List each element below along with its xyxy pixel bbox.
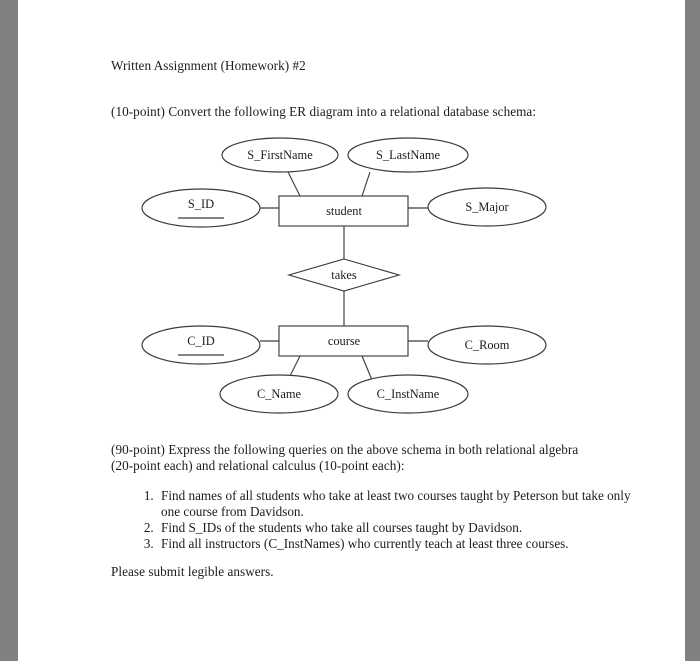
entity-student: student xyxy=(278,195,409,227)
attribute-label: S_Major xyxy=(465,200,509,214)
entity-box xyxy=(278,325,409,357)
entity-label: student xyxy=(326,204,362,218)
list-item: Find names of all students who take at l… xyxy=(157,488,637,519)
list-item: Find S_IDs of the students who take all … xyxy=(157,520,637,536)
er-diagram: S_FirstName S_LastName S_ID S_Major xyxy=(110,130,650,430)
attribute-ellipse xyxy=(427,325,547,365)
attribute-label: C_ID xyxy=(187,334,215,348)
connector-s-lastname-student xyxy=(361,171,371,197)
attribute-s-major: S_Major xyxy=(427,187,547,227)
question-2-prompt: (90-point) Express the following queries… xyxy=(111,442,579,473)
attribute-c-name: C_Name xyxy=(219,374,339,414)
entity-label: course xyxy=(328,334,361,348)
attribute-s-firstname: S_FirstName xyxy=(221,137,339,173)
attribute-ellipse xyxy=(219,374,339,414)
left-edge-band xyxy=(0,0,18,661)
question-1-prompt: (10-point) Convert the following ER diag… xyxy=(111,104,537,119)
attribute-ellipse xyxy=(427,187,547,227)
closing-instruction: Please submit legible answers. xyxy=(111,564,274,579)
relationship-takes: takes xyxy=(286,258,402,292)
document-sheet: Written Assignment (Homework) #2 (10-poi… xyxy=(18,0,685,661)
assignment-title: Written Assignment (Homework) #2 xyxy=(111,58,306,73)
attribute-c-room: C_Room xyxy=(427,325,547,365)
attribute-s-id: S_ID xyxy=(141,188,261,228)
query-list: Find names of all students who take at l… xyxy=(130,488,637,552)
attribute-label: S_LastName xyxy=(376,148,441,162)
connector-s-firstname-student xyxy=(287,171,301,197)
attribute-s-lastname: S_LastName xyxy=(347,137,469,173)
attribute-label: C_Name xyxy=(257,387,302,401)
attribute-label: C_Room xyxy=(465,338,510,352)
attribute-ellipse xyxy=(141,188,261,228)
right-edge-band xyxy=(685,0,700,661)
attribute-ellipse xyxy=(221,137,339,173)
attribute-c-id: C_ID xyxy=(141,325,261,365)
attribute-ellipse xyxy=(141,325,261,365)
relationship-label: takes xyxy=(331,268,357,282)
attribute-ellipse xyxy=(347,374,469,414)
connector-c-instname-course xyxy=(361,355,373,381)
attribute-label: S_ID xyxy=(188,197,214,211)
relationship-diamond xyxy=(286,258,402,292)
entity-course: course xyxy=(278,325,409,357)
attribute-ellipse xyxy=(347,137,469,173)
attribute-c-instname: C_InstName xyxy=(347,374,469,414)
attribute-label: C_InstName xyxy=(377,387,440,401)
list-item: Find all instructors (C_InstNames) who c… xyxy=(157,536,637,552)
attribute-label: S_FirstName xyxy=(247,148,313,162)
entity-box xyxy=(278,195,409,227)
